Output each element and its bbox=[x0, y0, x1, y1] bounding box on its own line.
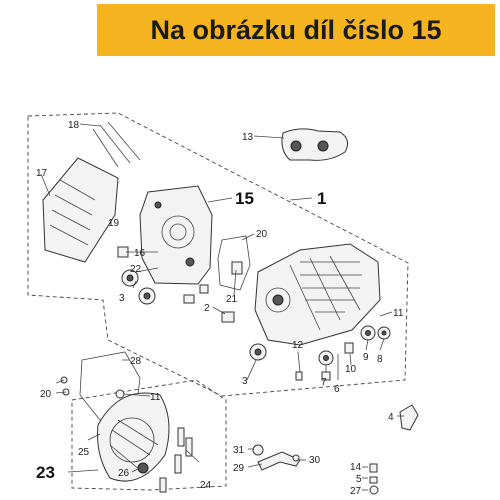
callout-4: 4 bbox=[388, 412, 394, 423]
banner-title: Na obrázku díl číslo 15 bbox=[150, 15, 442, 45]
group-outline-cover bbox=[71, 379, 227, 491]
part-15-crankcase-half[interactable] bbox=[139, 185, 213, 285]
part-1-transmission-case[interactable] bbox=[254, 243, 381, 346]
title-banner: Na obrázku díl číslo 15 bbox=[97, 4, 495, 56]
callout-30: 30 bbox=[309, 455, 321, 466]
callout-28: 28 bbox=[130, 356, 142, 367]
drain-plug-icon bbox=[60, 376, 419, 495]
part-24-bolts[interactable] bbox=[159, 427, 193, 493]
callout-26: 26 bbox=[118, 468, 130, 479]
part-13-cover-plate[interactable] bbox=[281, 128, 349, 161]
leader-lines bbox=[40, 123, 404, 491]
callout-3a: 3 bbox=[119, 293, 125, 304]
part-21-gasket[interactable] bbox=[217, 235, 251, 291]
callout-20: 20 bbox=[256, 229, 268, 240]
callout-2: 2 bbox=[204, 303, 210, 314]
callout-3b: 3 bbox=[242, 376, 248, 387]
callout-6: 6 bbox=[334, 384, 340, 395]
callout-25: 25 bbox=[78, 447, 90, 458]
part-17-gasket[interactable] bbox=[42, 157, 119, 263]
callout-1: 1 bbox=[317, 189, 326, 208]
callout-16: 16 bbox=[134, 248, 146, 259]
callout-23: 23 bbox=[36, 463, 55, 482]
callout-10: 10 bbox=[345, 364, 357, 375]
callout-31: 31 bbox=[233, 445, 245, 456]
callout-14: 14 bbox=[350, 462, 362, 473]
part-18-long-bolts[interactable] bbox=[92, 121, 141, 168]
group-outline-main bbox=[27, 112, 409, 397]
part-23-cover[interactable] bbox=[97, 392, 170, 482]
callout-22: 22 bbox=[130, 264, 142, 275]
callout-11: 11 bbox=[393, 308, 404, 319]
bearing-icon bbox=[121, 269, 391, 366]
callout-9: 9 bbox=[363, 352, 369, 363]
callout-29: 29 bbox=[233, 463, 245, 474]
callout-12: 12 bbox=[292, 340, 304, 351]
callout-5: 5 bbox=[356, 474, 362, 485]
callout-17: 17 bbox=[36, 168, 48, 179]
callout-13: 13 bbox=[242, 132, 254, 143]
callout-7: 7 bbox=[321, 377, 327, 388]
callout-15: 15 bbox=[235, 189, 254, 208]
callout-8: 8 bbox=[377, 354, 383, 365]
callout-18: 18 bbox=[68, 120, 80, 131]
callout-21: 21 bbox=[226, 294, 238, 305]
callout-20b: 20 bbox=[40, 389, 52, 400]
callout-11b: 11 bbox=[150, 392, 161, 403]
callout-24: 24 bbox=[200, 480, 212, 491]
callout-19: 19 bbox=[108, 218, 120, 229]
callout-27: 27 bbox=[350, 486, 362, 497]
